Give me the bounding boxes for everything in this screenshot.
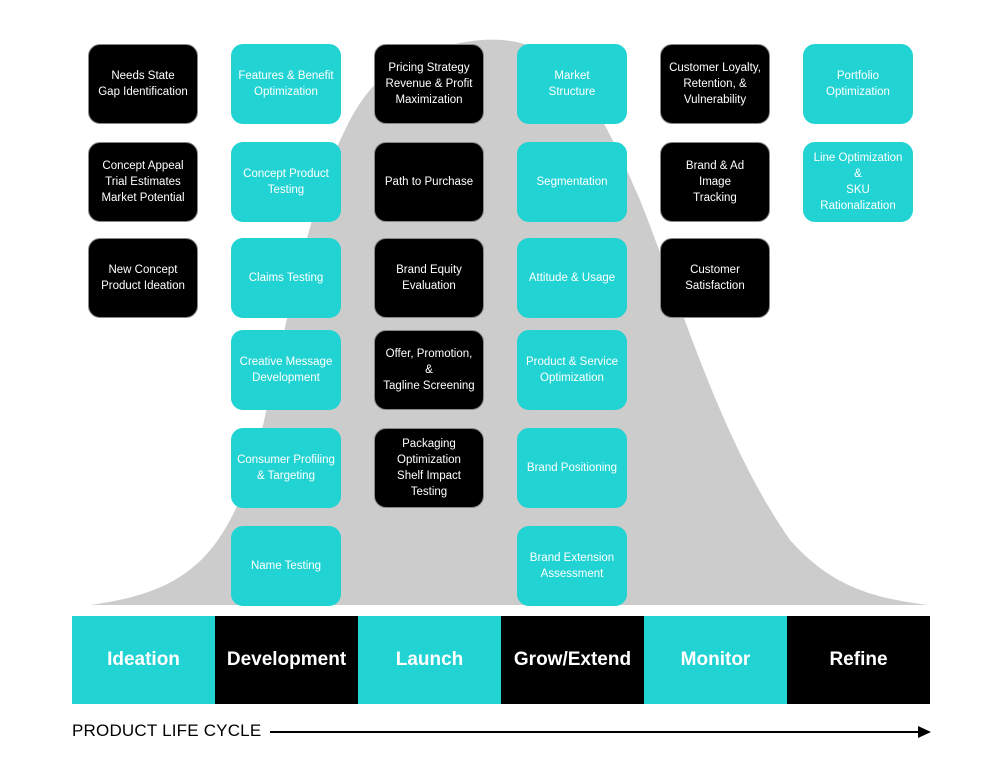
stage-monitor: Monitor <box>644 616 787 704</box>
method-box: Creative Message Development <box>231 330 341 410</box>
method-box: Market Structure <box>517 44 627 124</box>
method-box: Concept Appeal Trial Estimates Market Po… <box>88 142 198 222</box>
method-box: New Concept Product Ideation <box>88 238 198 318</box>
method-box: Segmentation <box>517 142 627 222</box>
stage-ideation: Ideation <box>72 616 215 704</box>
method-box: Customer Satisfaction <box>660 238 770 318</box>
method-box: Brand Positioning <box>517 428 627 508</box>
method-box: Claims Testing <box>231 238 341 318</box>
method-box: Consumer Profiling & Targeting <box>231 428 341 508</box>
method-box: Product & Service Optimization <box>517 330 627 410</box>
method-box: Pricing Strategy Revenue & Profit Maximi… <box>374 44 484 124</box>
bell-curve-shape <box>90 39 928 605</box>
right-arrow-icon <box>270 726 931 738</box>
stage-launch: Launch <box>358 616 501 704</box>
method-box: Attitude & Usage <box>517 238 627 318</box>
method-box: Path to Purchase <box>374 142 484 222</box>
method-box: Customer Loyalty, Retention, & Vulnerabi… <box>660 44 770 124</box>
method-box: Brand Extension Assessment <box>517 526 627 606</box>
stage-refine: Refine <box>787 616 930 704</box>
method-box: Line Optimization & SKU Rationalization <box>803 142 913 222</box>
method-box: Packaging Optimization Shelf Impact Test… <box>374 428 484 508</box>
method-box: Offer, Promotion, & Tagline Screening <box>374 330 484 410</box>
product-life-cycle-label: PRODUCT LIFE CYCLE <box>72 721 262 740</box>
method-box: Features & Benefit Optimization <box>231 44 341 124</box>
method-box: Brand Equity Evaluation <box>374 238 484 318</box>
method-box: Concept Product Testing <box>231 142 341 222</box>
method-box: Name Testing <box>231 526 341 606</box>
stage-development: Development <box>215 616 358 704</box>
method-box: Brand & Ad Image Tracking <box>660 142 770 222</box>
method-box: Portfolio Optimization <box>803 44 913 124</box>
stage-grow-extend: Grow/Extend <box>501 616 644 704</box>
method-box: Needs State Gap Identification <box>88 44 198 124</box>
